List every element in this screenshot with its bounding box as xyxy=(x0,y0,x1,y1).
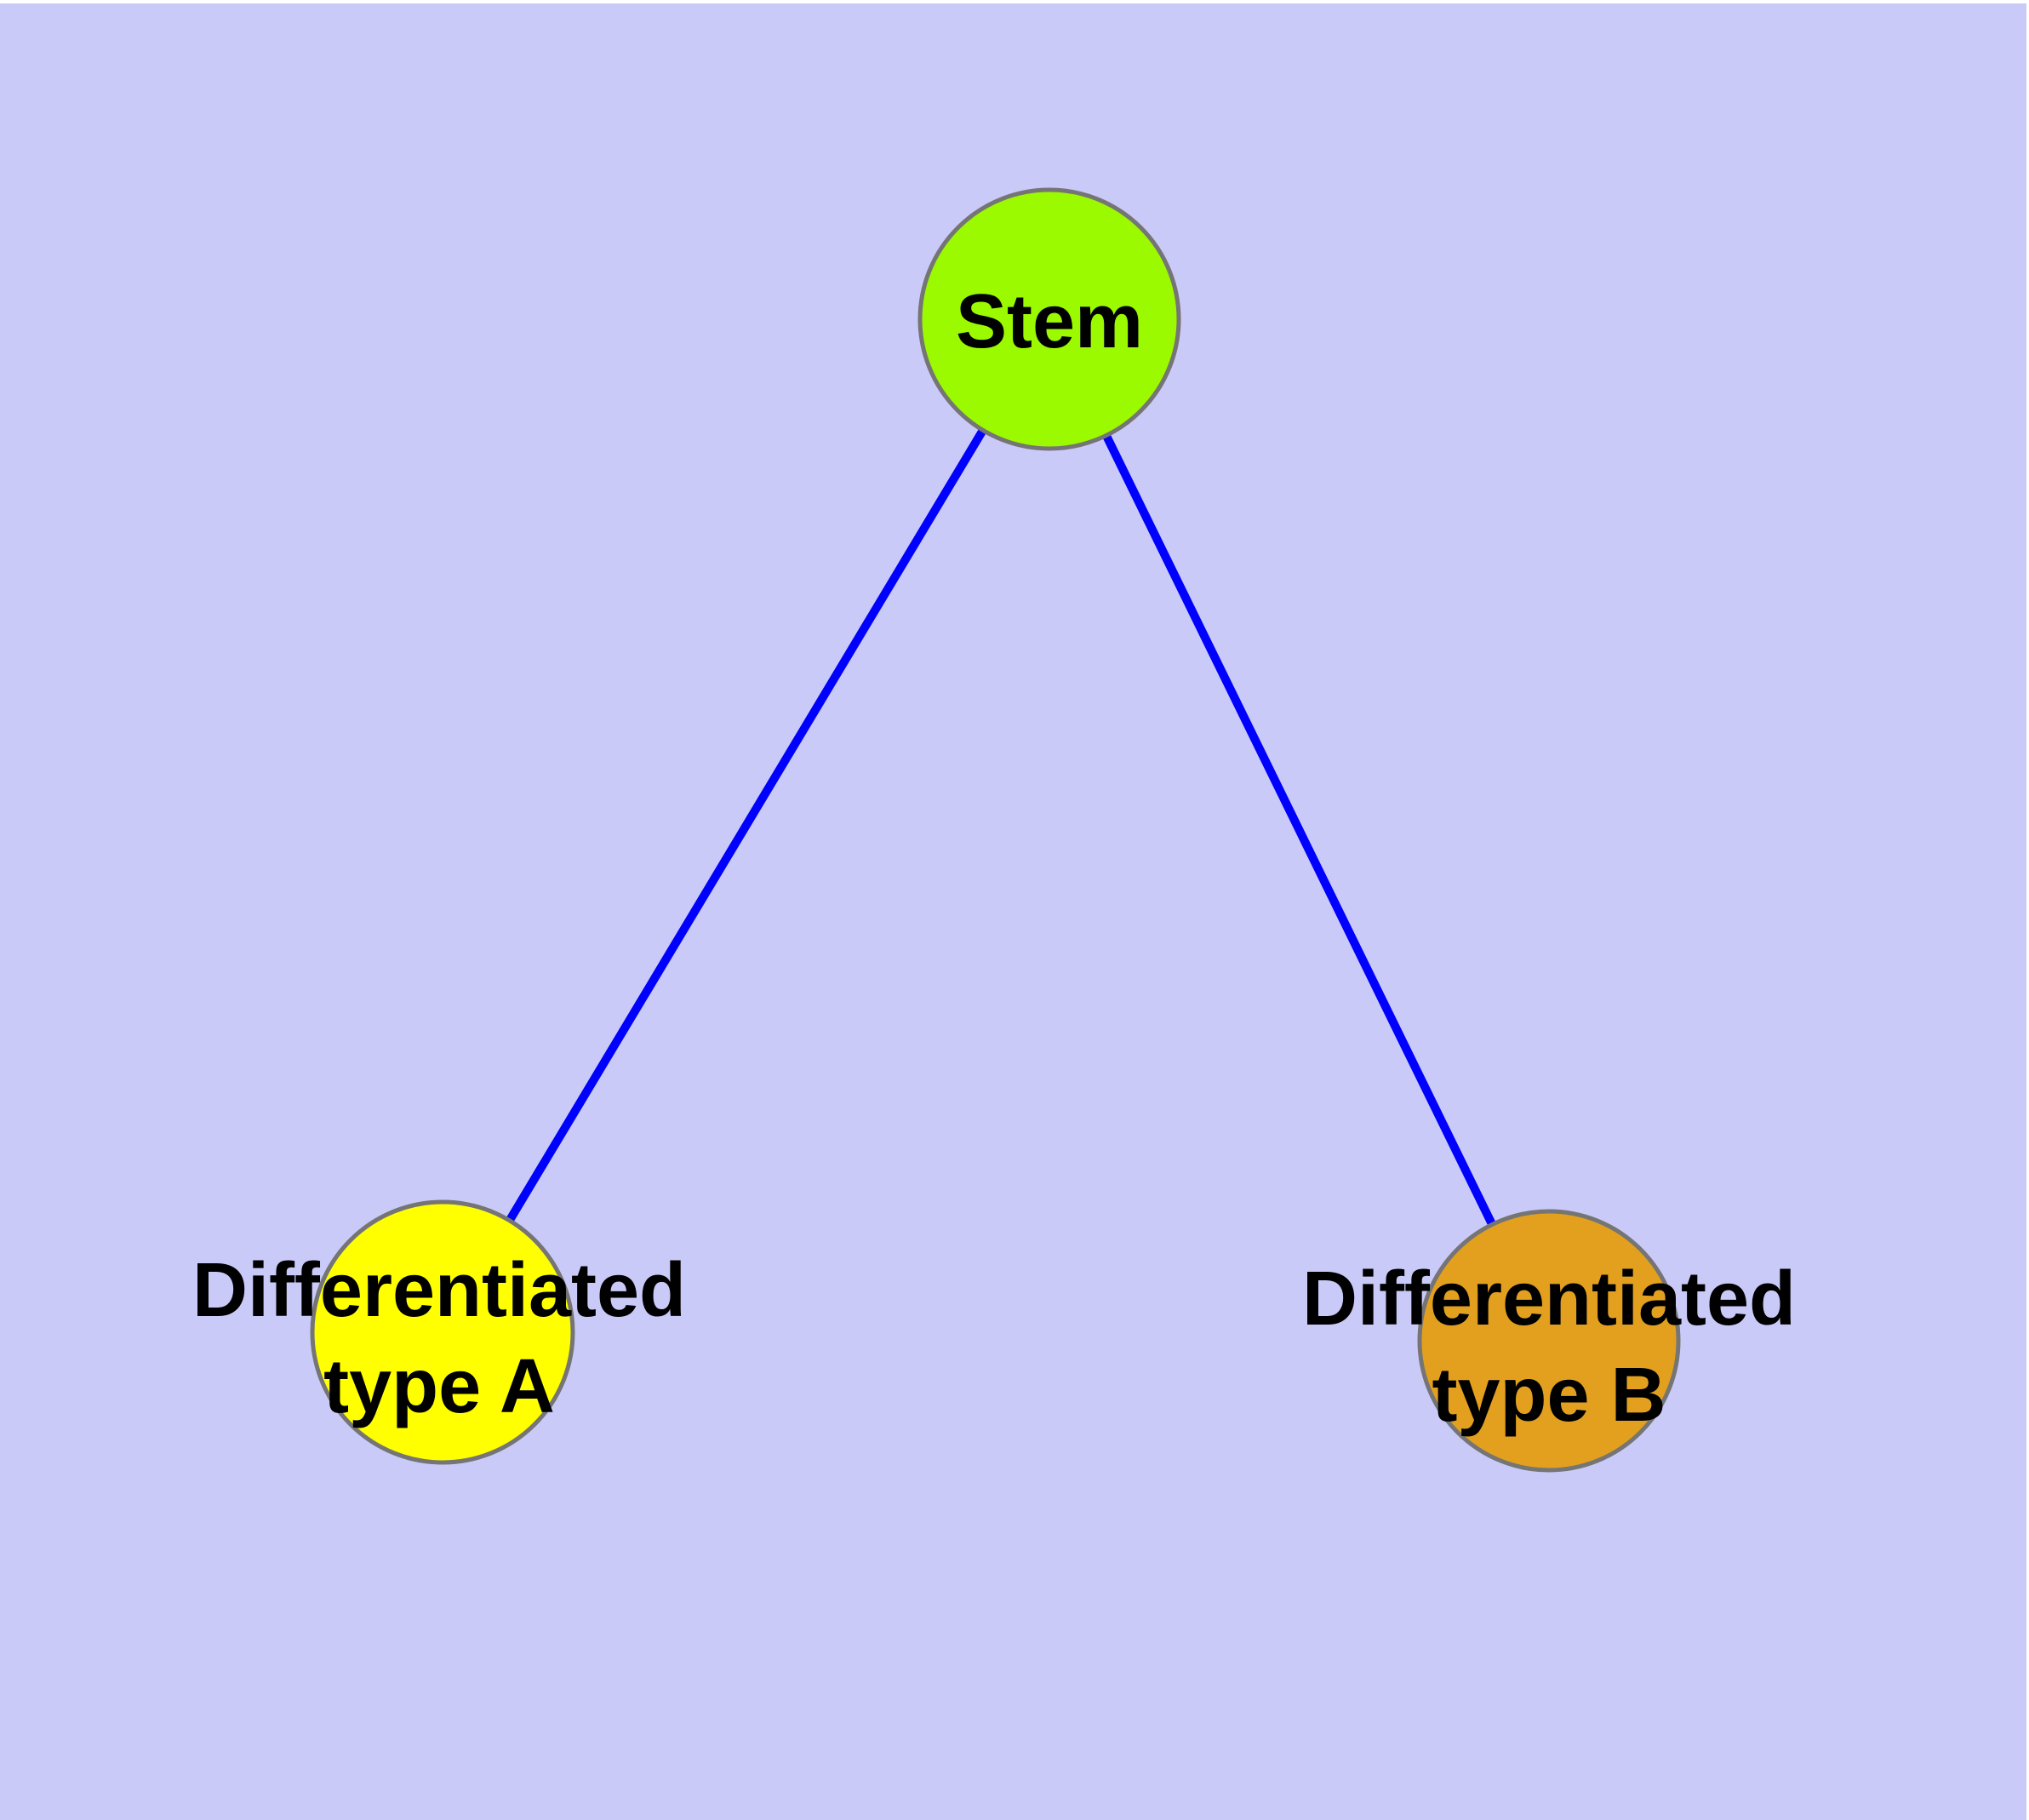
node-stem-label: Stem xyxy=(956,279,1143,364)
node-stem xyxy=(917,187,1181,451)
node-differentiated-type-a xyxy=(310,1199,575,1465)
node-type-b-label-line2: type B xyxy=(1432,1353,1666,1438)
node-differentiated-type-b xyxy=(1417,1209,1681,1473)
node-type-a-label-line2: type A xyxy=(323,1344,555,1429)
edge-stem-to-type-b xyxy=(1045,317,1553,1343)
edge-stem-to-type-a xyxy=(438,317,1054,1335)
node-type-a-label-line1: Differentiated xyxy=(192,1248,686,1333)
node-type-b-label-line1: Differentiated xyxy=(1302,1256,1796,1342)
